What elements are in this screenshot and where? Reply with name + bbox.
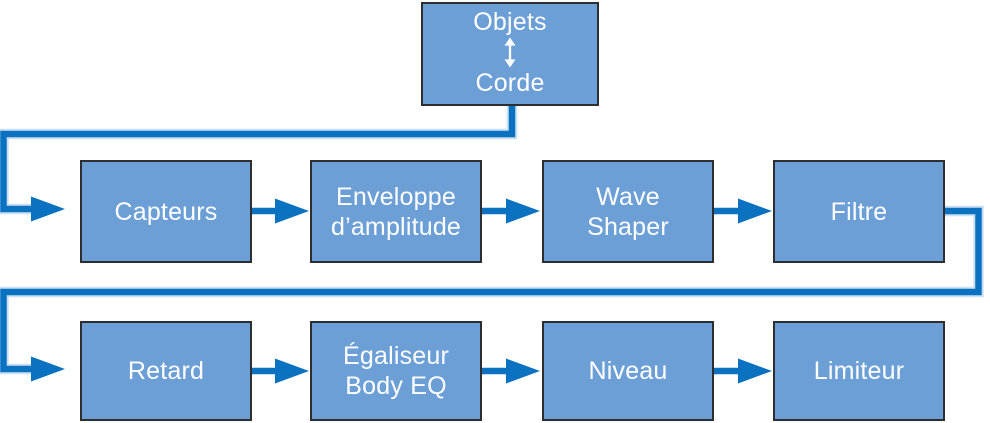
- arrowhead-into-filtre: [738, 198, 772, 224]
- node-enveloppe-amplitude: Enveloppe d’amplitude: [310, 160, 482, 263]
- node-limiteur: Limiteur: [773, 321, 945, 421]
- node-enveloppe-label-line1: Enveloppe: [336, 182, 456, 211]
- node-niveau-label: Niveau: [588, 357, 668, 385]
- node-filtre-label: Filtre: [830, 197, 888, 226]
- node-egaliseur-label-line1: Égaliseur: [342, 342, 450, 370]
- arrowhead-into-capteurs: [31, 196, 65, 222]
- node-capteurs-label: Capteurs: [114, 197, 218, 226]
- node-waveshaper-label-line2: Shaper: [587, 212, 669, 241]
- node-limiteur-label: Limiteur: [813, 357, 905, 385]
- node-objets-label: Objets: [473, 8, 547, 36]
- node-retard-label: Retard: [127, 357, 205, 385]
- connector-source-to-capteurs: [0, 106, 516, 213]
- node-enveloppe-label-line2: d’amplitude: [330, 212, 462, 241]
- node-egaliseur-label-line2: Body EQ: [345, 372, 447, 400]
- node-waveshaper-label-line1: Wave: [596, 182, 660, 211]
- double-arrow-icon: [504, 37, 516, 68]
- node-filtre: Filtre: [773, 160, 945, 263]
- node-capteurs: Capteurs: [80, 160, 252, 263]
- node-objets-corde: Objets Corde: [421, 2, 599, 106]
- arrowhead-into-niveau: [506, 358, 540, 384]
- node-wave-shaper: Wave Shaper: [542, 160, 714, 263]
- arrowhead-into-egaliseur: [275, 358, 309, 384]
- node-niveau: Niveau: [542, 321, 714, 421]
- connector-filtre-to-retard: [0, 207, 982, 373]
- node-corde-label: Corde: [475, 69, 545, 97]
- arrowhead-into-waveshaper: [506, 198, 540, 224]
- arrowhead-into-limiteur: [738, 358, 772, 384]
- arrowhead-into-retard: [31, 356, 65, 382]
- node-egaliseur-body-eq: Égaliseur Body EQ: [310, 321, 482, 421]
- arrowhead-into-enveloppe: [275, 198, 309, 224]
- node-retard: Retard: [80, 321, 252, 421]
